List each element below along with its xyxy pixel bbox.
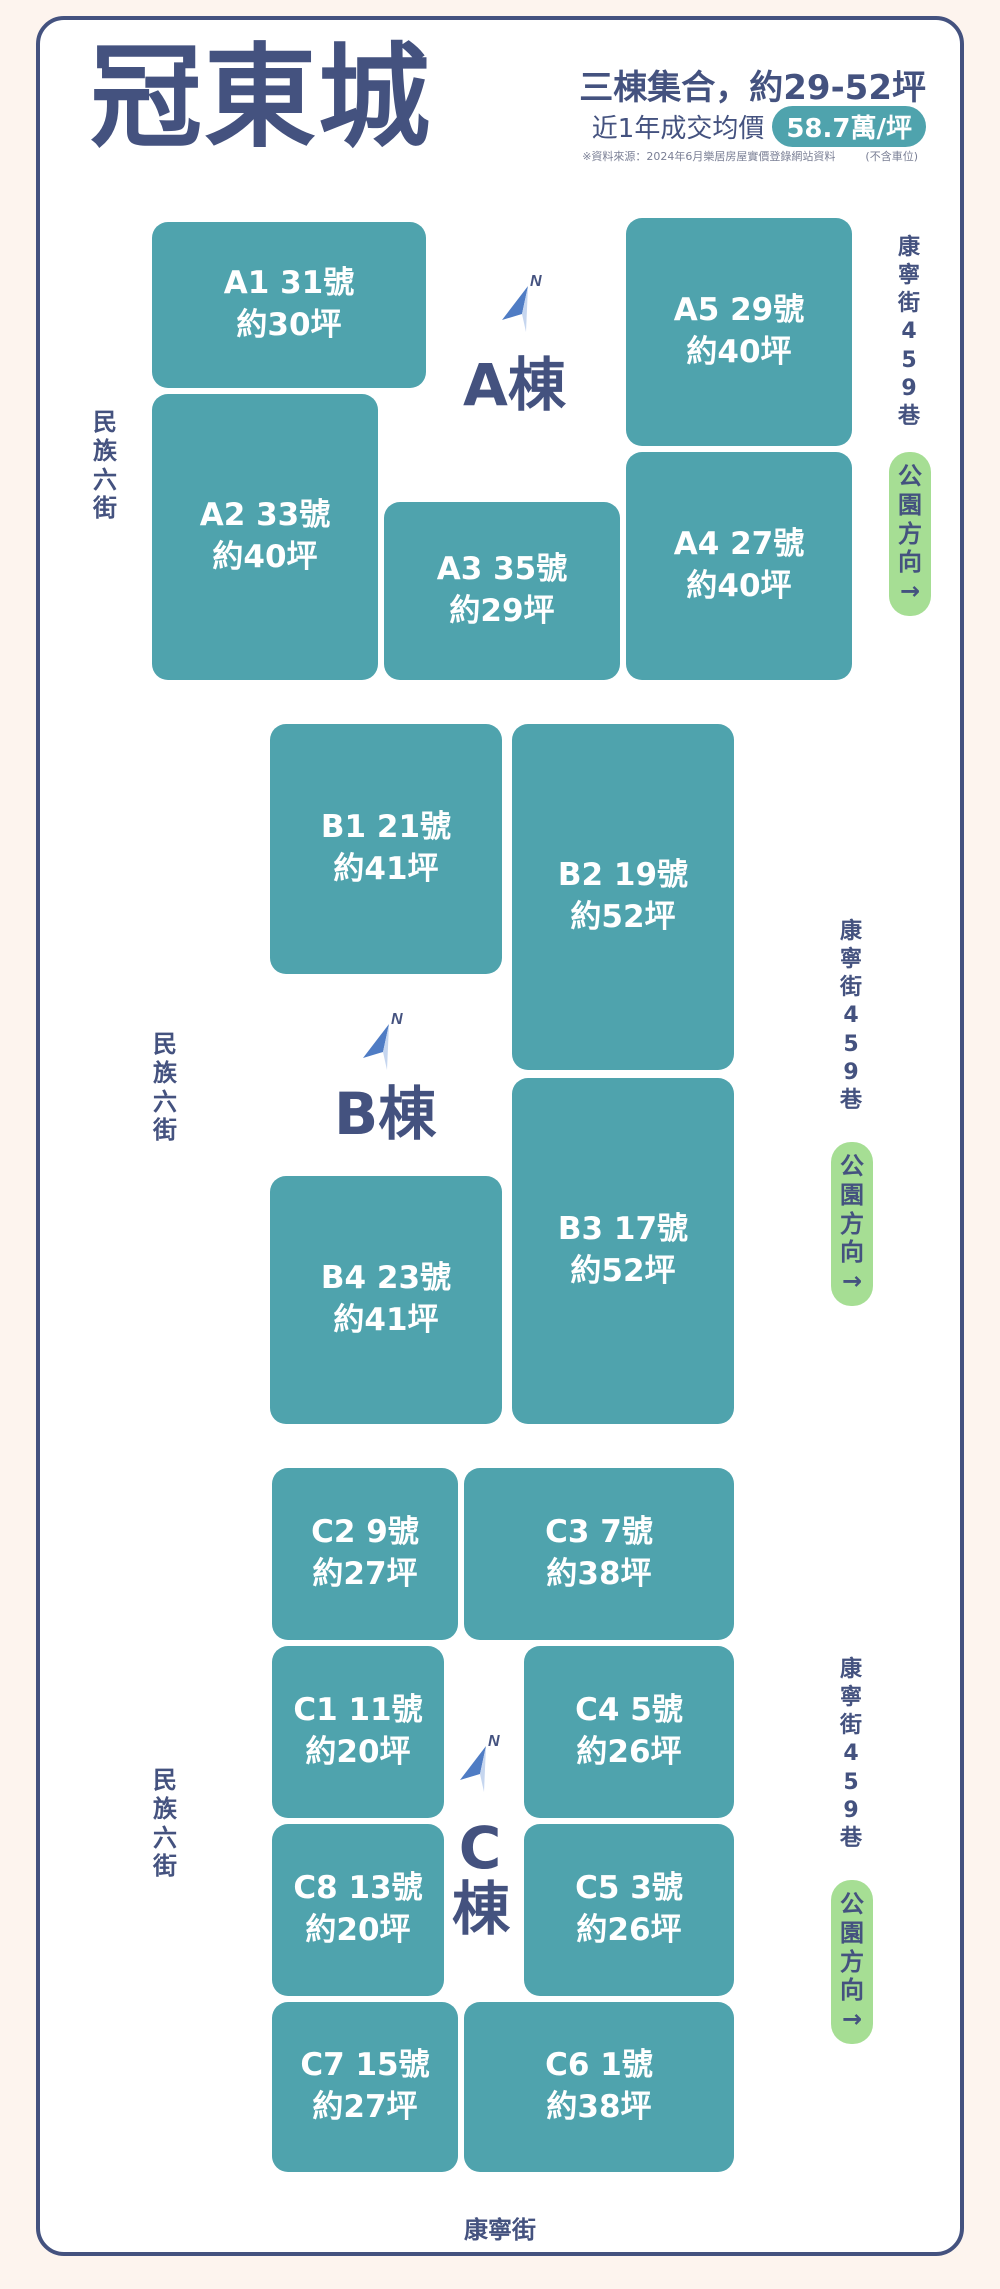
svg-text:N: N bbox=[391, 1011, 403, 1028]
street-bottom: 康寧街 bbox=[464, 2216, 536, 2244]
street-label: 康寧街459巷 bbox=[897, 235, 920, 429]
unit-number: A3 35號 bbox=[436, 551, 568, 588]
unit-number: A1 31號 bbox=[223, 265, 355, 302]
unit-size: 約41坪 bbox=[333, 1302, 439, 1338]
park-label: 公園方向→ bbox=[840, 1890, 864, 2034]
unit-number: A2 33號 bbox=[199, 497, 331, 534]
street-right-a: 康寧街459巷 bbox=[894, 234, 924, 431]
unit-number: B1 21號 bbox=[320, 809, 452, 846]
unit-size: 約27坪 bbox=[312, 2089, 418, 2125]
unit-c1[interactable]: C1 11號 約20坪 bbox=[272, 1646, 444, 1818]
street-label: 民族六街 bbox=[92, 408, 117, 523]
unit-a4[interactable]: A4 27號 約40坪 bbox=[626, 452, 852, 680]
unit-number: C1 11號 bbox=[293, 1692, 423, 1729]
unit-size: 約29坪 bbox=[449, 593, 555, 629]
unit-c2[interactable]: C2 9號 約27坪 bbox=[272, 1468, 458, 1640]
unit-size: 約30坪 bbox=[236, 307, 342, 343]
unit-a2[interactable]: A2 33號 約40坪 bbox=[152, 394, 378, 680]
svg-text:N: N bbox=[488, 1733, 500, 1750]
building-label-c: C 棟 bbox=[452, 1814, 511, 1943]
street-left-a: 民族六街 bbox=[90, 408, 120, 523]
building-label-a: A棟 bbox=[463, 351, 566, 419]
unit-a3[interactable]: A3 35號 約29坪 bbox=[384, 502, 620, 680]
unit-c8[interactable]: C8 13號 約20坪 bbox=[272, 1824, 444, 1996]
unit-c7[interactable]: C7 15號 約27坪 bbox=[272, 2002, 458, 2172]
unit-number: C8 13號 bbox=[293, 1870, 423, 1907]
unit-number: B3 17號 bbox=[557, 1211, 689, 1248]
north-arrow-icon: N bbox=[502, 273, 542, 332]
unit-c3[interactable]: C3 7號 約38坪 bbox=[464, 1468, 734, 1640]
unit-b1[interactable]: B1 21號 約41坪 bbox=[270, 724, 502, 974]
subtitle: 三棟集合，約29-52坪 bbox=[579, 68, 926, 108]
building-label-b: B棟 bbox=[334, 1080, 437, 1148]
park-direction-b: 公園方向→ bbox=[831, 1142, 873, 1306]
price-prefix: 近1年成交均價 bbox=[591, 114, 765, 144]
unit-b3[interactable]: B3 17號 約52坪 bbox=[512, 1078, 734, 1424]
unit-a5[interactable]: A5 29號 約40坪 bbox=[626, 218, 852, 446]
street-label: 康寧街459巷 bbox=[839, 919, 862, 1113]
park-direction-a: 公園方向→ bbox=[889, 452, 931, 616]
building-suffix: 棟 bbox=[452, 1874, 511, 1943]
building-letter: C bbox=[458, 1814, 502, 1882]
unit-number: C7 15號 bbox=[300, 2047, 430, 2084]
unit-size: 約40坪 bbox=[686, 334, 792, 370]
unit-size: 約40坪 bbox=[212, 539, 318, 575]
unit-a1[interactable]: A1 31號 約30坪 bbox=[152, 222, 426, 388]
source-text: ※資料來源：2024年6月樂居房屋實價登錄網站資料 bbox=[582, 150, 836, 163]
unit-number: C5 3號 bbox=[575, 1870, 683, 1907]
unit-size: 約20坪 bbox=[305, 1734, 411, 1770]
source-note: ※資料來源：2024年6月樂居房屋實價登錄網站資料 (不含車位) bbox=[582, 148, 918, 164]
svg-text:N: N bbox=[530, 273, 542, 290]
north-arrow-icon: N bbox=[363, 1011, 403, 1070]
park-label: 公園方向→ bbox=[840, 1152, 864, 1296]
price-line: 近1年成交均價 58.7萬/坪 bbox=[592, 106, 926, 147]
unit-c4[interactable]: C4 5號 約26坪 bbox=[524, 1646, 734, 1818]
park-direction-c: 公園方向→ bbox=[831, 1880, 873, 2044]
park-label: 公園方向→ bbox=[898, 462, 922, 606]
unit-size: 約26坪 bbox=[576, 1734, 682, 1770]
street-right-b: 康寧街459巷 bbox=[836, 918, 866, 1115]
street-right-c: 康寧街459巷 bbox=[836, 1656, 866, 1853]
street-label: 民族六街 bbox=[152, 1766, 177, 1881]
unit-size: 約52坪 bbox=[570, 899, 676, 935]
unit-b4[interactable]: B4 23號 約41坪 bbox=[270, 1176, 502, 1424]
parking-note: (不含車位) bbox=[865, 150, 918, 163]
unit-number: A5 29號 bbox=[673, 292, 805, 329]
unit-number: B2 19號 bbox=[557, 857, 689, 894]
unit-number: C4 5號 bbox=[575, 1692, 683, 1729]
page-title: 冠東城 bbox=[90, 33, 432, 163]
unit-number: C6 1號 bbox=[545, 2047, 653, 2084]
unit-number: A4 27號 bbox=[673, 526, 805, 563]
unit-c5[interactable]: C5 3號 約26坪 bbox=[524, 1824, 734, 1996]
street-label: 康寧街459巷 bbox=[839, 1657, 862, 1851]
unit-size: 約20坪 bbox=[305, 1912, 411, 1948]
north-arrow-icon: N bbox=[460, 1733, 500, 1792]
unit-size: 約52坪 bbox=[570, 1253, 676, 1289]
unit-size: 約40坪 bbox=[686, 568, 792, 604]
unit-size: 約38坪 bbox=[546, 1556, 652, 1592]
unit-size: 約26坪 bbox=[576, 1912, 682, 1948]
unit-b2[interactable]: B2 19號 約52坪 bbox=[512, 724, 734, 1070]
unit-c6[interactable]: C6 1號 約38坪 bbox=[464, 2002, 734, 2172]
street-left-b: 民族六街 bbox=[150, 1030, 180, 1145]
unit-size: 約27坪 bbox=[312, 1556, 418, 1592]
unit-number: C3 7號 bbox=[545, 1514, 653, 1551]
unit-number: C2 9號 bbox=[311, 1514, 419, 1551]
unit-number: B4 23號 bbox=[320, 1260, 452, 1297]
street-left-c: 民族六街 bbox=[150, 1766, 180, 1881]
street-label: 民族六街 bbox=[152, 1030, 177, 1145]
price-badge: 58.7萬/坪 bbox=[772, 106, 926, 147]
unit-size: 約41坪 bbox=[333, 851, 439, 887]
unit-size: 約38坪 bbox=[546, 2089, 652, 2125]
